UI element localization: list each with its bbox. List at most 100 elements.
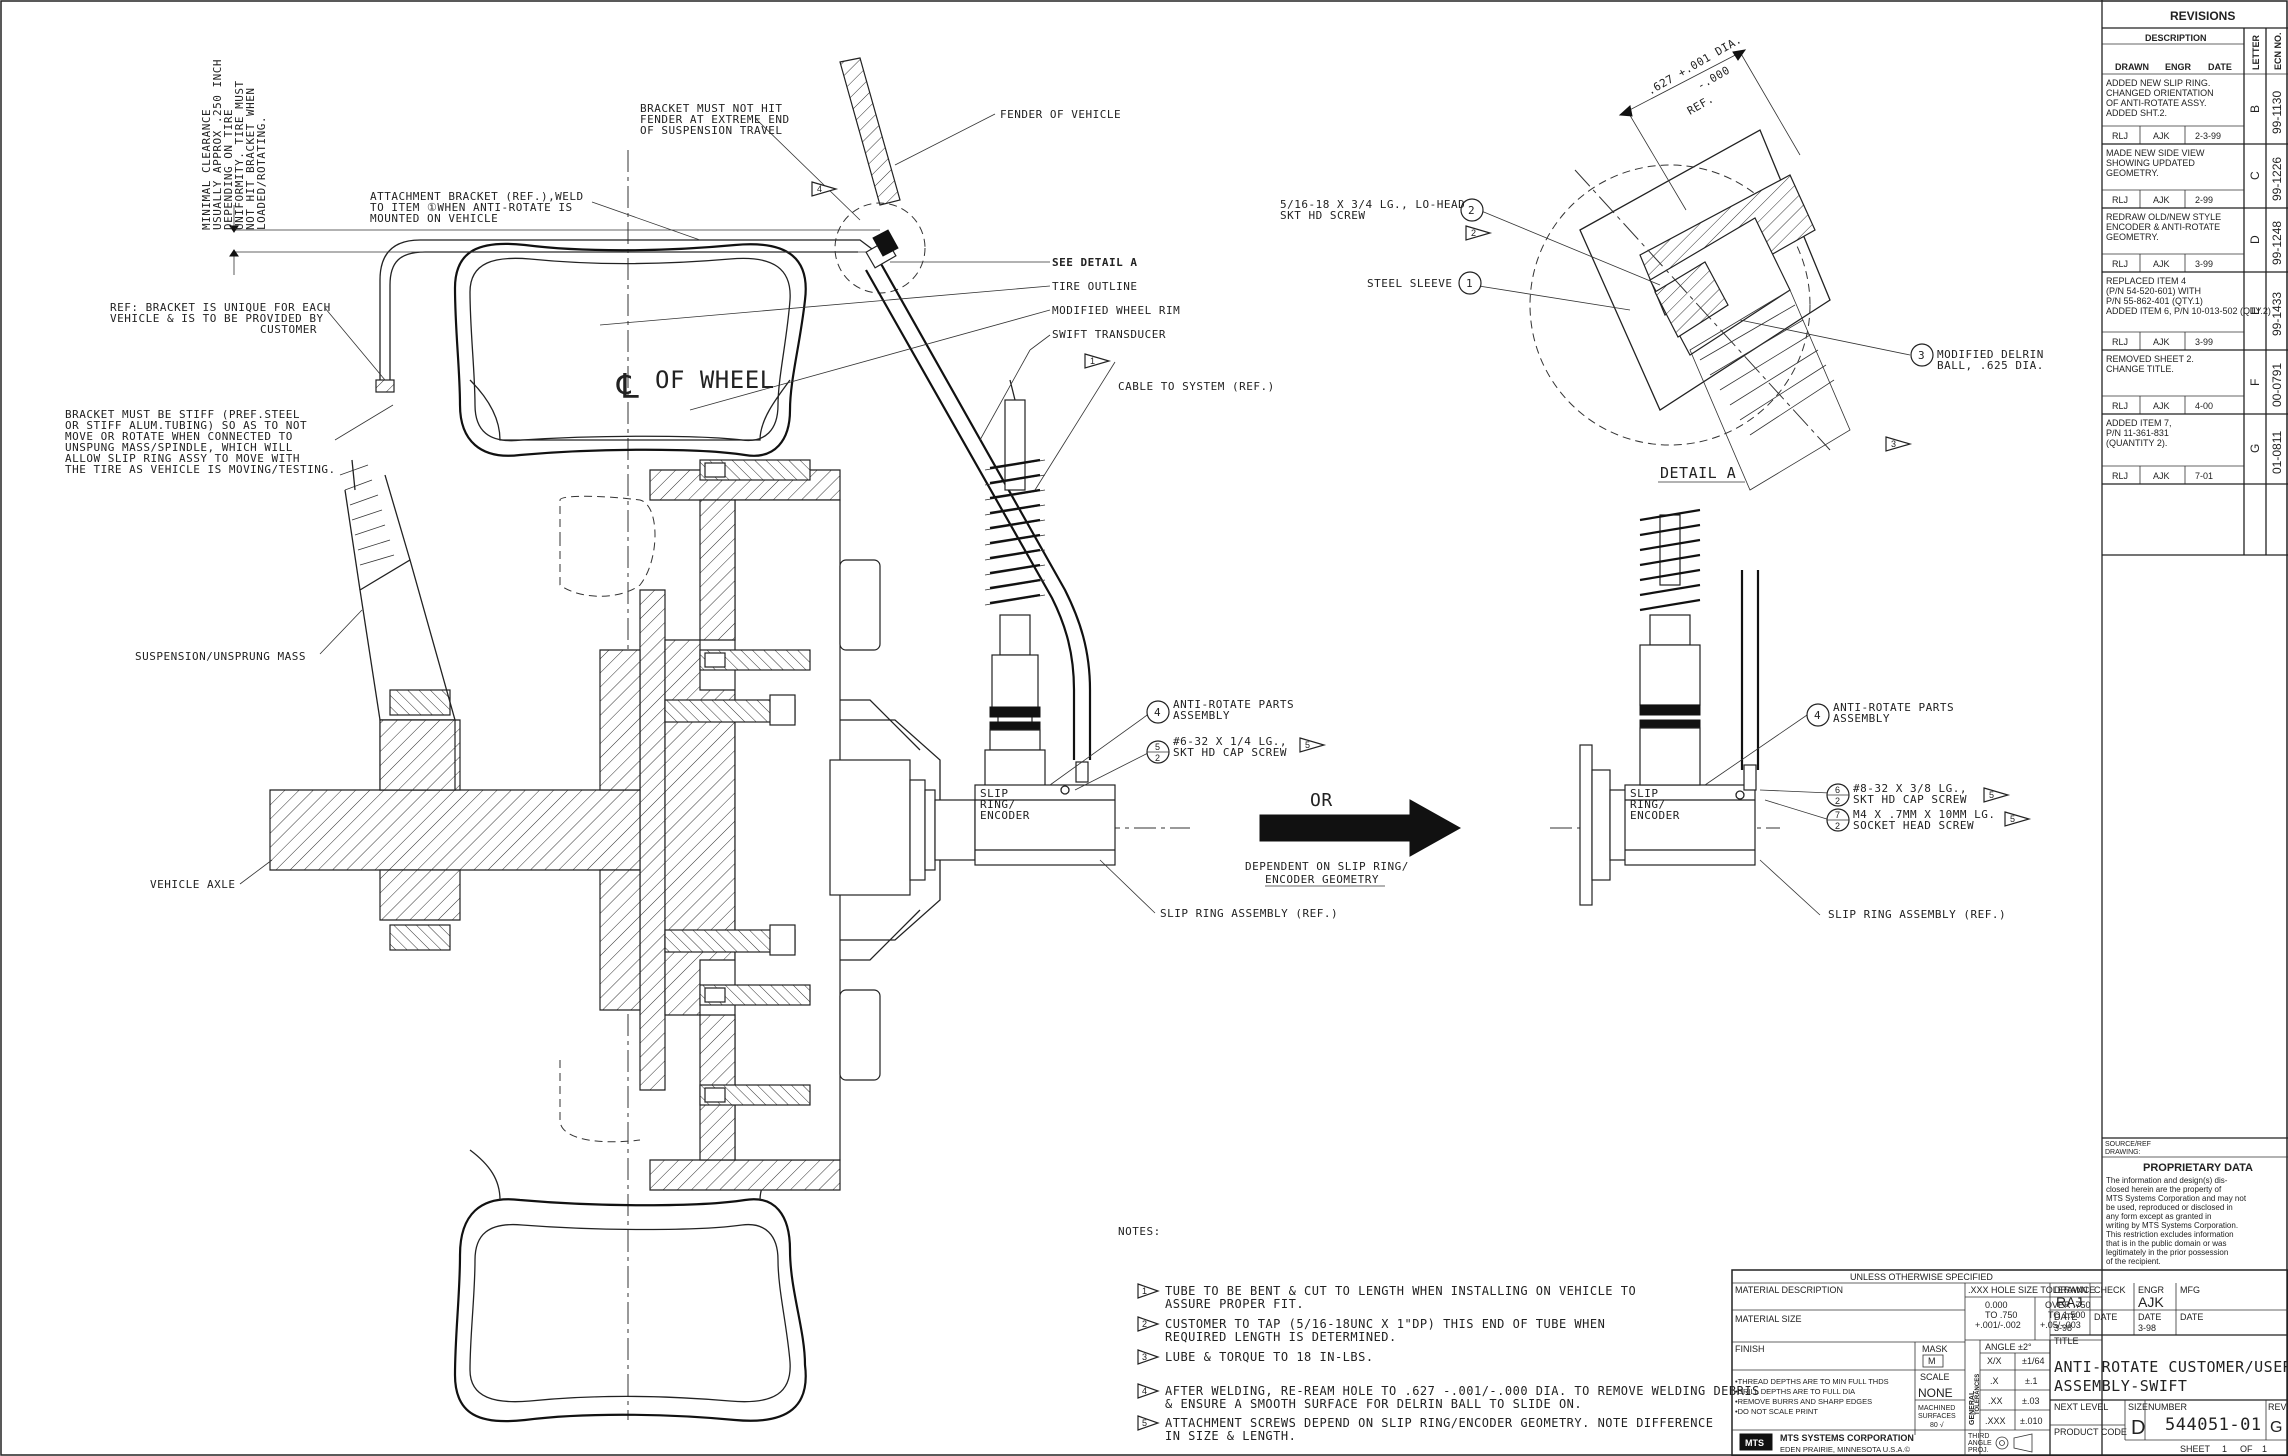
tol-over-label: OVER .750: [2045, 1300, 2091, 1310]
m4-2-label: SOCKET HEAD SCREW: [1853, 819, 1974, 832]
finish-label: FINISH: [1735, 1344, 1765, 1354]
detail-a: .627 +.001 DIA. -.000 REF. DETAIL A: [1529, 33, 1851, 491]
n4b-label: & ENSURE A SMOOTH SURFACE FOR DELRIN BAL…: [1165, 1397, 1582, 1411]
flag-5-label: 5: [1305, 740, 1310, 750]
revision-date: 3-99: [2195, 337, 2213, 347]
size-h-label: SIZE: [2128, 1402, 2148, 1412]
detail-a-label: DETAIL A: [1660, 464, 1736, 482]
drawing-label: DRAWING:: [2105, 1149, 2141, 1156]
source-label: SOURCE/REF: [2105, 1141, 2151, 1148]
rev-v-label: G: [2270, 1419, 2282, 1436]
dependent-2-label: ENCODER GEOMETRY: [1265, 873, 1379, 886]
bracket-no-hit-1-label: BRACKET MUST NOT HIT: [640, 102, 782, 115]
x1v-label: ±1/64: [2022, 1356, 2044, 1366]
revision-ecn: 99-1248: [2270, 221, 2284, 265]
revision-description: CHANGED ORIENTATION: [2106, 88, 2214, 98]
revision-description: REMOVED SHEET 2.: [2106, 354, 2194, 364]
n1b-label: ASSURE PROPER FIT.: [1165, 1297, 1304, 1311]
cap-screw-1-label: #6-32 X 1/4 LG.,: [1173, 735, 1287, 748]
general-label: GENERAL: [1969, 1390, 1976, 1425]
revision-date: 4-00: [2195, 401, 2213, 411]
or-label: OR: [1310, 790, 1333, 811]
l3-label: MTS Systems Corporation and may not: [2106, 1194, 2247, 1203]
title-2-label: ASSEMBLY-SWIFT: [2054, 1377, 2187, 1395]
drawn-v-label: RAJ: [2056, 1294, 2082, 1310]
machined1-label: MACHINED: [1918, 1405, 1955, 1412]
date-h-label: DATE: [2094, 1312, 2117, 1322]
item-5-label: 5: [1155, 742, 1160, 752]
mfg-h-label: MFG: [2180, 1285, 2200, 1295]
material-desc-label: MATERIAL DESCRIPTION: [1735, 1285, 1843, 1295]
item-2-label: 2: [1155, 753, 1160, 763]
revision-date: 2-99: [2195, 195, 2213, 205]
flag-2-label: 2: [1142, 1319, 1147, 1329]
company-label: MTS SYSTEMS CORPORATION: [1780, 1433, 1914, 1443]
cable-label: CABLE TO SYSTEM (REF.): [1118, 380, 1275, 393]
bracket-no-hit-3-label: OF SUSPENSION TRAVEL: [640, 124, 782, 137]
anti-rotate-2-label: ASSEMBLY: [1833, 712, 1890, 725]
l7-label: This restriction excludes information: [2106, 1230, 2234, 1239]
slip-ring-1-label: SLIP: [980, 787, 1009, 800]
attach-2-label: TO ITEM ①WHEN ANTI-ROTATE IS: [370, 201, 573, 214]
material-size-label: MATERIAL SIZE: [1735, 1314, 1802, 1324]
clear-4-label: UNIFORMITY. TIRE MUST: [233, 80, 246, 230]
n5a-label: ATTACHMENT SCREWS DEPEND ON SLIP RING/EN…: [1165, 1416, 1713, 1430]
revision-description: MADE NEW SIDE VIEW: [2106, 148, 2205, 158]
ref-1-label: REF: BRACKET IS UNIQUE FOR EACH: [110, 301, 331, 314]
address-label: EDEN PRAIRIE, MINNESOTA U.S.A.©: [1780, 1445, 1910, 1454]
l4-label: be used, reproduced or disclosed in: [2106, 1203, 2233, 1212]
revision-description: P/N 11-361-831: [2106, 428, 2169, 438]
slip-ring-2-label: RING/: [1630, 798, 1666, 811]
h-date-label: DATE: [2208, 62, 2232, 72]
n2b-label: REQUIRED LENGTH IS DETERMINED.: [1165, 1330, 1397, 1344]
flag-5-label: 5: [1989, 790, 1994, 800]
l9-label: legitimately in the prior possession: [2106, 1248, 2228, 1257]
flag-2-label: 2: [1471, 228, 1476, 238]
item-4-label: 4: [1814, 709, 1821, 722]
rev-h-label: REV: [2268, 1402, 2287, 1412]
h-drawn-label: DRAWN: [2115, 62, 2149, 72]
tol-to1500-label: TO 1.500: [2048, 1310, 2085, 1320]
wheel-rim-label: MODIFIED WHEEL RIM: [1052, 304, 1180, 317]
n2a-label: CUSTOMER TO TAP (5/16-18UNC X 1"DP) THIS…: [1165, 1317, 1605, 1331]
attach-1-label: ATTACHMENT BRACKET (REF.),WELD: [370, 190, 584, 203]
item-2-label: 2: [1835, 796, 1840, 806]
thread4-label: •DO NOT SCALE PRINT: [1735, 1407, 1818, 1416]
tire-outline-label: TIRE OUTLINE: [1052, 280, 1137, 293]
revision-engr: AJK: [2153, 471, 2170, 481]
revision-letter: C: [2248, 171, 2262, 180]
cap-screw-2-label: SKT HD CAP SCREW: [1173, 746, 1287, 759]
mts-label: MTS: [1745, 1438, 1764, 1448]
revision-description: CHANGE TITLE.: [2106, 364, 2174, 374]
slip-ring-2-label: RING/: [980, 798, 1016, 811]
cap-screw2-1-label: #8-32 X 3/8 LG.,: [1853, 782, 1967, 795]
clear-2-label: USUALLY APPROX .250 INCH: [211, 59, 224, 230]
stiff-5-label: ALLOW SLIP RING ASSY TO MOVE WITH: [65, 452, 300, 465]
revision-ecn: 01-0811: [2270, 431, 2284, 474]
slip-assy2-label: SLIP RING ASSEMBLY (REF.): [1828, 908, 2006, 921]
size-v-label: D: [2131, 1417, 2145, 1439]
ref-3-label: CUSTOMER: [260, 323, 317, 336]
revision-ecn: 00-0791: [2270, 363, 2284, 407]
flag-4-label: 4: [1142, 1386, 1147, 1396]
revision-engr: AJK: [2153, 131, 2170, 141]
x4v-label: ±.010: [2020, 1416, 2042, 1426]
item-2-label: 2: [1835, 821, 1840, 831]
tol-0-label: 0.000: [1985, 1300, 2008, 1310]
centerline-symbol: ℄: [616, 367, 639, 407]
alt-assembly-view: [1550, 508, 1780, 906]
delrin-1-label: MODIFIED DELRIN: [1937, 348, 2044, 361]
number-h-label: NUMBER: [2148, 1402, 2188, 1412]
n4a-label: AFTER WELDING, RE-REAM HOLE TO .627 -.00…: [1165, 1384, 1760, 1398]
angle-label: ANGLE ±2°: [1985, 1342, 2032, 1352]
revision-ecn: 99-1130: [2270, 91, 2284, 134]
revision-description: REPLACED ITEM 4: [2106, 276, 2186, 286]
see-detail-label: SEE DETAIL A: [1052, 256, 1137, 269]
bracket-no-hit-2-label: FENDER AT EXTREME END: [640, 113, 790, 126]
slip-ring-3-label: ENCODER: [980, 809, 1030, 822]
proprietary-data-box: SOURCE/REF DRAWING: PROPRIETARY DATA The…: [2102, 1137, 2288, 1266]
revision-drawn: RLJ: [2112, 259, 2128, 269]
